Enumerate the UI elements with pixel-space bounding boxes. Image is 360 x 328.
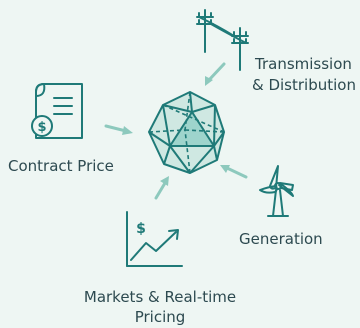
arrow-from-contract — [104, 124, 133, 135]
generation-label: Generation — [239, 230, 323, 248]
arrow-from-generation — [220, 165, 248, 179]
markets-label-line2: Pricing — [134, 308, 186, 326]
arrow-from-transmission — [205, 62, 226, 86]
price-chart-icon: $ — [126, 211, 183, 267]
icosahedron-icon — [148, 91, 225, 174]
arrow-from-markets — [154, 176, 169, 200]
price-dollar-symbol: $ — [136, 221, 146, 237]
wind-turbine-icon — [259, 165, 294, 217]
power-pole-icon — [196, 9, 249, 71]
contract-price-label: Contract Price — [8, 157, 114, 175]
transmission-label-line2: & Distribution — [252, 76, 356, 94]
contract-document-icon: $ — [31, 83, 83, 139]
transmission-label-line1: Transmission — [255, 55, 352, 73]
dollar-symbol: $ — [37, 120, 46, 135]
arrows — [104, 62, 248, 200]
markets-label-line1: Markets & Real-time — [83, 288, 237, 306]
